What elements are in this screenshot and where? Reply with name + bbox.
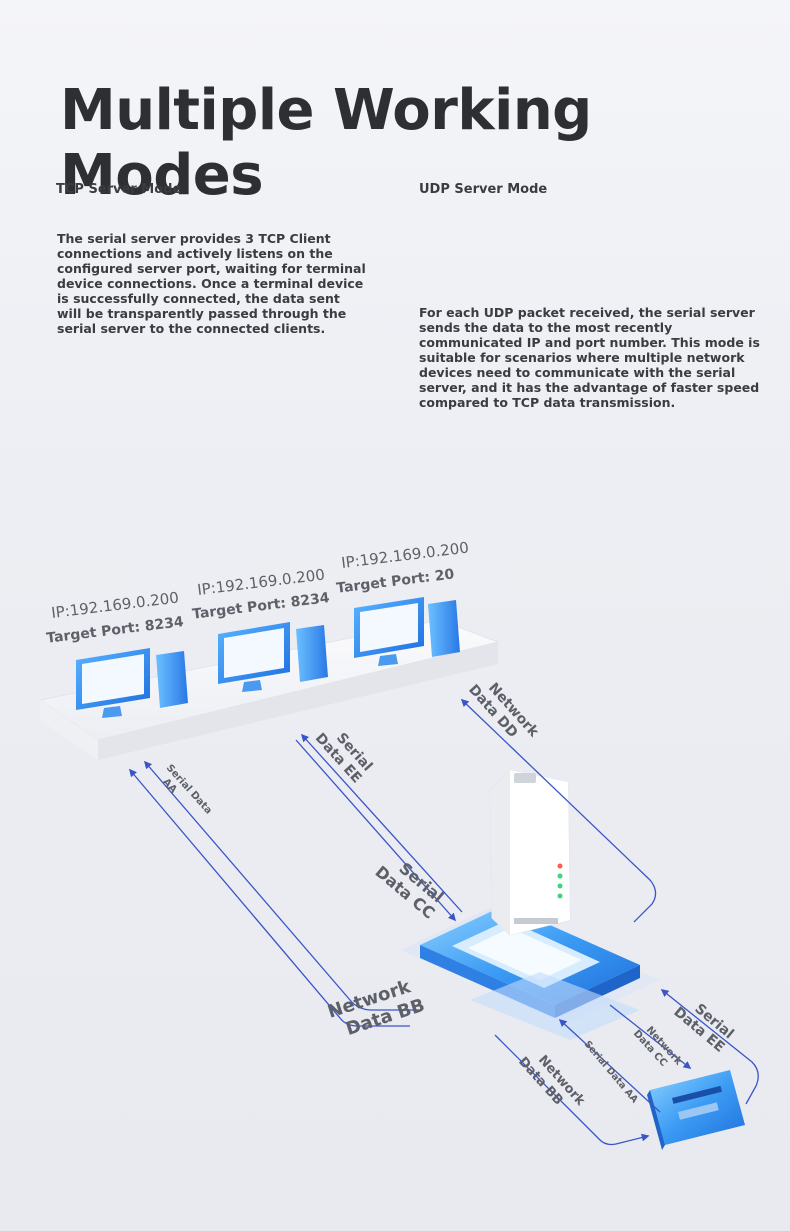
tcp-mode-description: The serial server provides 3 TCP Client … [57,231,366,336]
arrow-serial-ee-bottom [660,989,759,1105]
label-network-bb-bottom: Network Data BB [515,1053,588,1109]
arrow-serial-ee [300,733,463,913]
client-label-1: IP:192.169.0.200 Target Port: 8234 [46,588,185,646]
label-serial-ee-bottom: Serial Data EE [670,1001,736,1056]
label-network-cc-bottom: Network Data CC [631,1025,684,1069]
arrow-network-bb-bottom [494,1034,650,1146]
udp-mode-description: For each UDP packet received, the serial… [419,305,760,410]
client-label-3: IP:192.169.0.200 Target Port: 20 [336,538,470,596]
label-serial-ee: Serial Data EE [312,730,376,787]
client-computer-3 [354,597,460,666]
arrow-serial-aa-bottom [558,1018,661,1113]
page-title: Multiple Working Modes [60,78,592,208]
terminal-device [647,1070,745,1150]
arrow-serial-aa [143,760,420,1011]
client-port-3: Target Port: 20 [336,566,456,596]
client-label-2: IP:192.169.0.200 Target Port: 8234 [191,565,330,622]
serial-server-base [400,905,660,1040]
client-computer-1 [76,648,188,718]
udp-mode-heading: UDP Server Mode [419,182,548,197]
arrow-network-dd [460,698,657,923]
svg-text:Serial Data AA: Serial Data AA [582,1039,641,1106]
label-serial-aa: Serial Data AA [160,763,214,817]
label-network-bb: Network Data BB [325,976,427,1040]
tcp-mode-heading: TCP Server Mode [56,182,182,197]
data-flow-arrows [128,698,759,1146]
label-serial-aa-bottom: Serial Data AA [582,1039,641,1106]
label-serial-cc: Serial Data CC [372,859,448,923]
serial-server-device [489,769,571,936]
client-computer-2 [218,622,328,692]
arrow-network-bb-top [128,768,410,1027]
arrow-network-cc-bottom [609,1004,692,1069]
arrow-serial-cc [295,739,457,922]
